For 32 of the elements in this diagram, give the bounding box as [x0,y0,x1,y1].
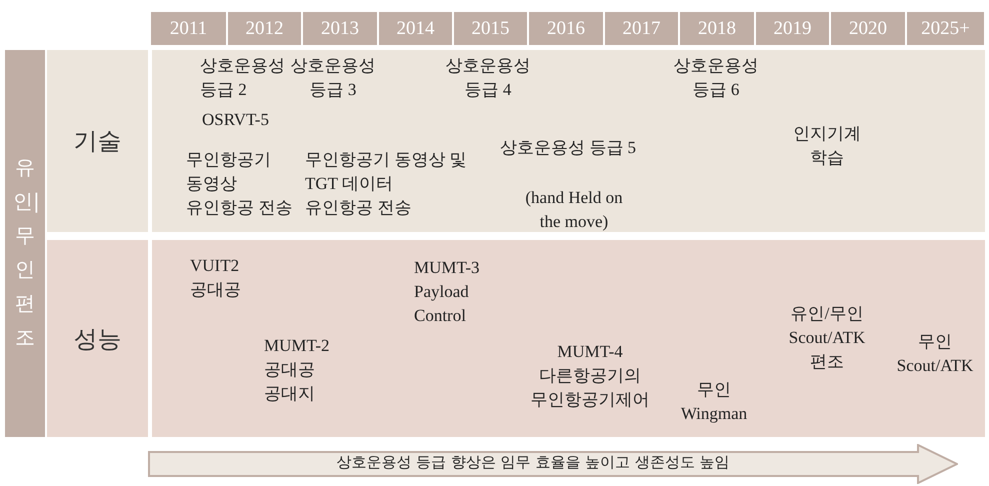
year-heading: 2011 [151,12,226,45]
year-heading: 2015 [454,12,527,45]
row-heading: 기술 [47,50,148,232]
side-band: 유인|무인 편조 [5,50,45,437]
milestone-text: 상호운용성 등급 6 [672,55,760,101]
milestone-text: 무인항공기 동영상 유인항공 전송 [186,149,292,219]
year-heading: 2013 [303,12,377,45]
milestone-text: 무인 Wingman [680,379,748,425]
year-heading: 2016 [529,12,603,45]
year-heading: 2019 [756,12,829,45]
milestone-text: 상호운용성 등급 2 [200,55,285,101]
milestone-text: 상호운용성 등급 3 [290,55,376,101]
year-heading: 2014 [379,12,452,45]
milestone-text: OSRVT-5 [202,109,269,131]
milestone-text: 상호운용성 등급 4 [444,55,532,101]
year-heading: 2018 [680,12,754,45]
milestone-text: MUMT-4 다른항공기의 무인항공기제어 [530,341,650,411]
row-heading: 성능 [47,240,148,437]
year-heading: 2012 [228,12,301,45]
milestone-text: 무인 Scout/ATK [896,331,974,377]
milestone-text: VUIT2 공대공 [190,255,241,301]
milestone-text: 무인항공기 동영상 및 TGT 데이터 유인항공 전송 [305,149,466,219]
milestone-text: 상호운용성 등급 5 [500,137,636,159]
year-heading: 2017 [605,12,678,45]
milestone-text: MUMT-3 Payload Control [414,257,480,327]
year-heading: 2020 [831,12,905,45]
arrow-banner: 상호운용성 등급 향상은 임무 효율을 높이고 생존성도 높임 [148,444,958,484]
milestone-text: MUMT-2 공대공 공대지 [264,335,330,405]
milestone-text: 인지기계 학습 [792,123,862,169]
year-heading: 2025+ [907,12,984,45]
milestone-text: 유인/무인 Scout/ATK 편조 [788,303,866,373]
milestone-text: (hand Held on the move) [524,187,624,233]
